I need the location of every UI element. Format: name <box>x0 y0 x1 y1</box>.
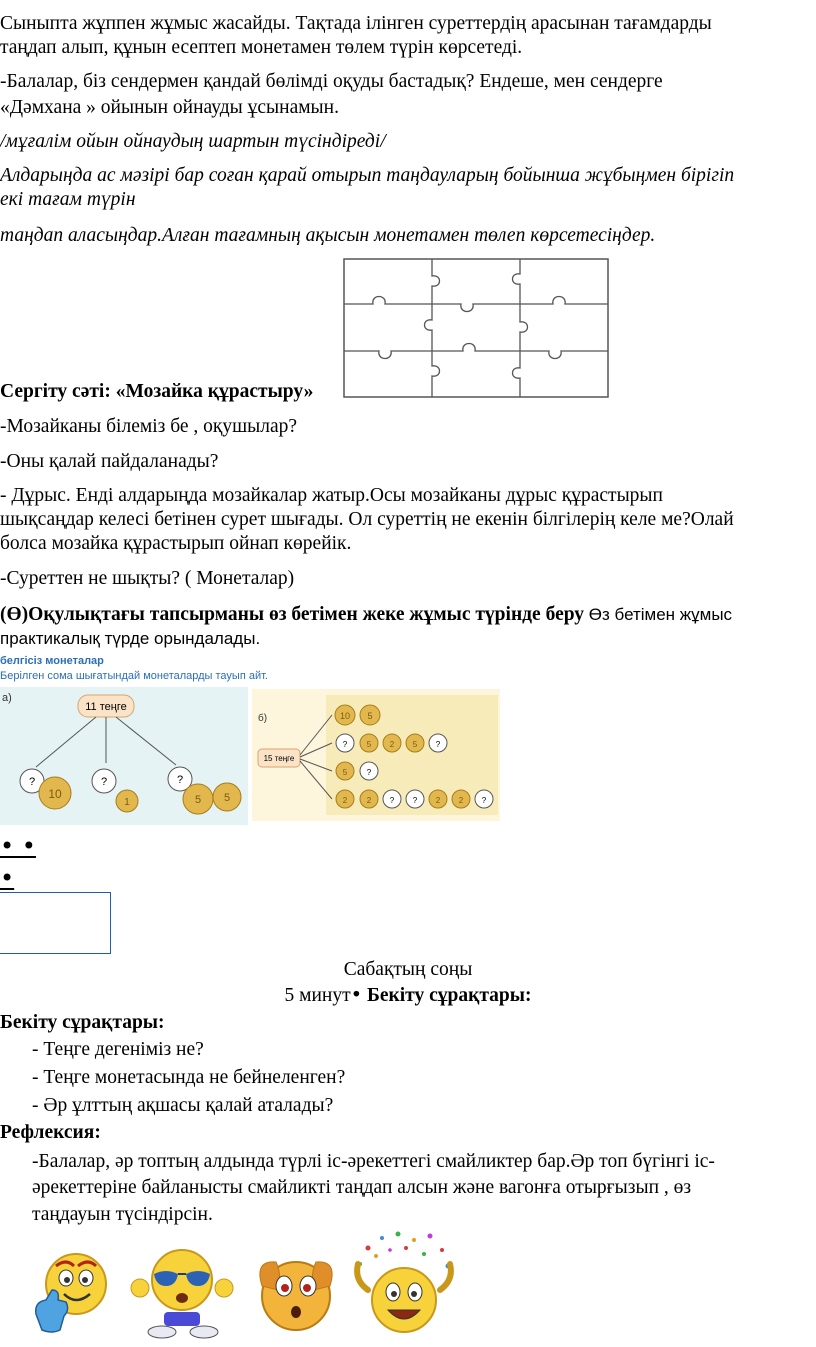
task-bold-text: (Ө)Оқулықтағы тапсырманы өз бетімен жеке… <box>0 604 585 625</box>
svg-text:2: 2 <box>367 796 372 805</box>
thumbs-up-smiley <box>34 1253 107 1333</box>
svg-text:10: 10 <box>48 787 62 801</box>
task-line-1: (Ө)Оқулықтағы тапсырманы өз бетімен жеке… <box>0 603 732 627</box>
mosaic-answer: -Суреттен не шықты? ( Монеталар) <box>0 568 295 589</box>
svg-text:5: 5 <box>224 792 230 804</box>
svg-text:?: ? <box>29 776 35 788</box>
svg-text:?: ? <box>177 774 183 786</box>
bullet-single: • <box>0 864 15 892</box>
svg-text:5: 5 <box>367 740 372 749</box>
svg-text:5: 5 <box>367 711 372 721</box>
minutes-text: 5 минут <box>284 985 351 1006</box>
mosaic-paragraph-line-2: шықсаңдар келесі бетінен сурет шығады. О… <box>0 509 734 530</box>
task-line-2: практикалық түрде орындалады. <box>0 629 261 648</box>
reflexia-line-2: әрекеттеріне байланысты смайликті таңдап… <box>32 1177 692 1198</box>
svg-text:?: ? <box>413 796 418 805</box>
root-a: 11 теңге <box>85 701 126 713</box>
part-a-label: а) <box>2 692 12 704</box>
reflexia-line-1: -Балалар, әр топтың алдында түрлі іс-әре… <box>32 1151 715 1172</box>
bekitu-question-1: - Теңге дегеніміз не? <box>32 1039 204 1060</box>
svg-text:?: ? <box>101 776 107 788</box>
svg-text:?: ? <box>390 796 395 805</box>
part-b-label: б) <box>258 712 267 724</box>
bekitu-question-3: - Әр ұлттың ақшасы қалай аталады? <box>32 1095 334 1116</box>
celebrating-smiley <box>354 1231 454 1333</box>
bekitu-inline: Бекіту сұрақтары: <box>362 985 532 1006</box>
mosaic-paragraph-line-1: - Дұрыс. Енді алдарыңда мозайкалар жатыр… <box>0 485 663 506</box>
coins-figure-a: а) 11 теңге ? 10 ? 1 ? 5 5 <box>0 687 248 825</box>
italic-line-3: таңдап аласыңдар.Алған тағамның ақысын м… <box>0 225 656 246</box>
svg-text:5: 5 <box>343 768 348 777</box>
svg-text:2: 2 <box>343 796 348 805</box>
bekitu-question-2: - Теңге монетасында не бейнеленген? <box>32 1067 346 1088</box>
task-sans-text: Өз бетімен жұмыс <box>584 605 733 624</box>
bullet-inline: • <box>350 983 363 1006</box>
coins-figure-b: б) 15 теңге 10 5 ? 5 2 5 ? 5 ? 2 2 ? ? 2… <box>252 689 500 821</box>
svg-text:?: ? <box>343 740 348 749</box>
root-b: 15 теңге <box>264 754 295 763</box>
svg-text:10: 10 <box>340 711 350 721</box>
svg-text:2: 2 <box>436 796 441 805</box>
question-2: -Оны қалай пайдаланады? <box>0 451 219 472</box>
svg-text:?: ? <box>367 768 372 777</box>
lesson-end-title: Сабақтың соңы <box>343 959 473 980</box>
lesson-end-minutes: 5 минут• Бекіту сұрақтары: <box>0 983 816 1008</box>
figure-title: белгісіз монеталар <box>0 655 104 667</box>
mosaic-paragraph-line-3: болса мозайка құрастырып ойнап көрейік. <box>0 533 352 554</box>
svg-text:?: ? <box>436 740 441 749</box>
sunglasses-smiley <box>130 1249 234 1339</box>
empty-box <box>0 892 111 954</box>
svg-text:1: 1 <box>124 797 130 808</box>
italic-line-1: Алдарыңда ас мәзірі бар соған қарай отыр… <box>0 165 735 186</box>
question-1: -Мозайканы білеміз бе , оқушылар? <box>0 416 298 437</box>
svg-text:2: 2 <box>459 796 464 805</box>
svg-text:?: ? <box>482 796 487 805</box>
figure-subtitle: Берілген сома шығатындай монеталарды тау… <box>0 670 268 682</box>
intro-line-1: Сыныпта жұппен жұмыс жасайды. Тақтада іл… <box>0 13 712 34</box>
reflexia-line-3: таңдауын түсіндірсін. <box>32 1204 213 1225</box>
teacher-note: /мұғалім ойын ойнаудың шартын түсіндіред… <box>0 131 386 152</box>
intro-line-4: «Дәмхана » ойынын ойнауды ұсынамын. <box>0 97 339 118</box>
reflexia-heading: Рефлексия: <box>0 1122 101 1143</box>
italic-line-2: екі тағам түрін <box>0 189 136 210</box>
bullet-pair: • • <box>0 832 36 860</box>
intro-line-2: таңдап алып, құнын есептеп монетамен төл… <box>0 37 523 58</box>
puzzle-image <box>343 258 609 398</box>
surprised-smiley <box>259 1261 333 1331</box>
svg-text:5: 5 <box>195 794 201 806</box>
mosaic-heading: Сергіту сәті: «Мозайка құрастыру» <box>0 381 314 402</box>
svg-text:2: 2 <box>390 740 395 749</box>
svg-text:5: 5 <box>413 740 418 749</box>
intro-line-3: -Балалар, біз сендермен қандай бөлімді о… <box>0 71 663 92</box>
bekitu-heading: Бекіту сұрақтары: <box>0 1012 165 1033</box>
